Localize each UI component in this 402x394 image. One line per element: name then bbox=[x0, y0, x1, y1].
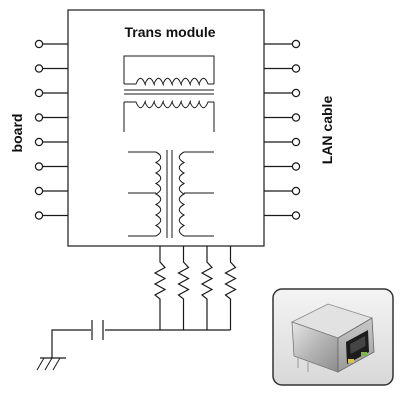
right-terminal-pins bbox=[264, 39, 301, 220]
right-winding-lead bbox=[184, 151, 214, 237]
capacitor-ground-network bbox=[36, 320, 160, 371]
termination-resistors bbox=[153, 246, 237, 331]
resistor bbox=[224, 246, 237, 330]
board-label: board bbox=[9, 114, 25, 153]
right-terminal bbox=[264, 137, 301, 147]
ground-icon bbox=[36, 357, 66, 371]
left-terminal bbox=[34, 186, 68, 196]
right-terminal bbox=[264, 64, 301, 73]
right-vertical-coil bbox=[178, 151, 186, 237]
left-terminal bbox=[34, 211, 68, 220]
resistor bbox=[177, 246, 190, 330]
left-terminal bbox=[34, 113, 68, 122]
horizontal-transformer bbox=[123, 55, 215, 132]
lower-winding-lead bbox=[123, 102, 215, 132]
resistor bbox=[200, 246, 214, 330]
left-vertical-coil bbox=[154, 151, 162, 237]
upper-coil bbox=[124, 77, 214, 86]
rj45-jack-icon bbox=[272, 288, 394, 386]
upper-winding-lead bbox=[123, 55, 215, 84]
lower-coil bbox=[124, 100, 214, 109]
resistor bbox=[153, 246, 167, 330]
left-terminal-pins bbox=[34, 39, 68, 220]
right-terminal bbox=[264, 88, 301, 98]
lan-cable-label: LAN cable bbox=[319, 96, 335, 165]
right-terminal bbox=[264, 186, 301, 196]
ground-wire bbox=[51, 329, 160, 358]
right-terminal bbox=[264, 162, 301, 171]
left-terminal bbox=[34, 162, 68, 171]
left-terminal bbox=[34, 88, 68, 98]
vertical-transformer bbox=[128, 150, 214, 238]
left-terminal bbox=[34, 39, 68, 49]
module-title: Trans module bbox=[124, 24, 215, 40]
capacitor-icon bbox=[91, 320, 104, 340]
right-terminal bbox=[264, 39, 301, 49]
left-winding-lead bbox=[128, 151, 156, 237]
left-terminal bbox=[34, 137, 68, 147]
right-terminal bbox=[264, 113, 301, 122]
right-terminal bbox=[264, 211, 301, 220]
module-box bbox=[67, 9, 265, 247]
left-terminal bbox=[34, 64, 68, 73]
